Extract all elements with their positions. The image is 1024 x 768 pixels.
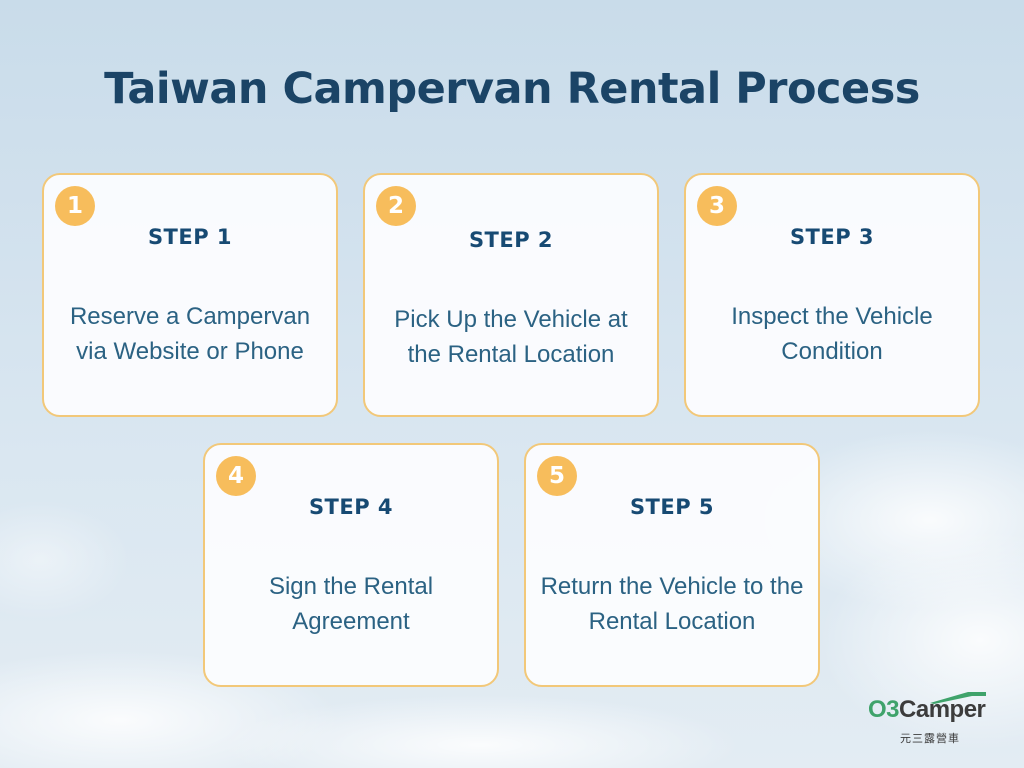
step-number-badge: 2 [376, 186, 416, 226]
step-number-badge: 3 [697, 186, 737, 226]
step-description: Reserve a Campervan via Website or Phone [69, 303, 311, 365]
step-card-3: 3 STEP 3 Inspect the Vehicle Condition [684, 173, 980, 417]
step-description: Inspect the Vehicle Condition [731, 303, 933, 365]
campervan-roof-icon [930, 692, 986, 704]
step-description: Return the Vehicle to the Rental Locatio… [540, 573, 804, 635]
logo-name: Camper [899, 696, 986, 723]
o3camper-logo: O3Camper 元三露營車 [862, 690, 1002, 750]
step-card-5: 5 STEP 5 Return the Vehicle to the Renta… [524, 443, 820, 687]
step-label: STEP 3 [789, 225, 875, 249]
step-label: STEP 2 [468, 228, 554, 252]
step-number-badge: 1 [55, 186, 95, 226]
page-title: Taiwan Campervan Rental Process [104, 64, 920, 114]
logo-wordmark: O3Camper [868, 696, 986, 724]
step-number-badge: 4 [216, 456, 256, 496]
logo-subtitle: 元三露營車 [900, 732, 960, 745]
step-label: STEP 4 [308, 495, 394, 519]
step-description: Pick Up the Vehicle at the Rental Locati… [394, 306, 628, 368]
step-card-4: 4 STEP 4 Sign the Rental Agreement [203, 443, 499, 687]
step-card-2: 2 STEP 2 Pick Up the Vehicle at the Rent… [363, 173, 659, 417]
step-description: Sign the Rental Agreement [268, 573, 434, 635]
step-label: STEP 5 [629, 495, 715, 519]
step-card-1: 1 STEP 1 Reserve a Campervan via Website… [42, 173, 338, 417]
logo-prefix: O3 [868, 696, 900, 723]
step-label: STEP 1 [147, 225, 233, 249]
step-number-badge: 5 [537, 456, 577, 496]
